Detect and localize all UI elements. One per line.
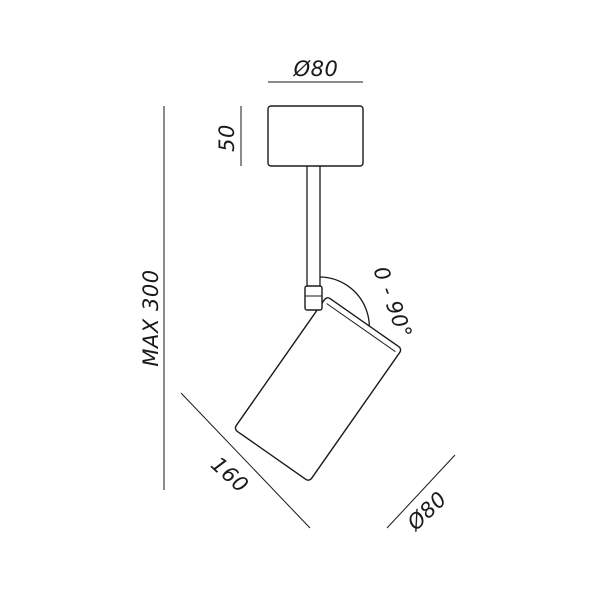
spot-head-body (234, 297, 402, 481)
canopy-diameter-label: Ø80 (293, 57, 339, 81)
spot-head (234, 297, 402, 481)
ceiling-canopy (267, 105, 364, 167)
head-length-label: 160 (206, 452, 253, 498)
head-diameter-dimension-line (386, 454, 456, 529)
head-length-dimension-line (180, 392, 311, 529)
max-height-label: MAX 300 (139, 269, 163, 366)
canopy-height-label: 50 (215, 124, 239, 152)
joint-knuckle (304, 285, 323, 311)
spot-head-rear-edge (326, 303, 396, 353)
head-diameter-label: Ø80 (402, 487, 452, 536)
